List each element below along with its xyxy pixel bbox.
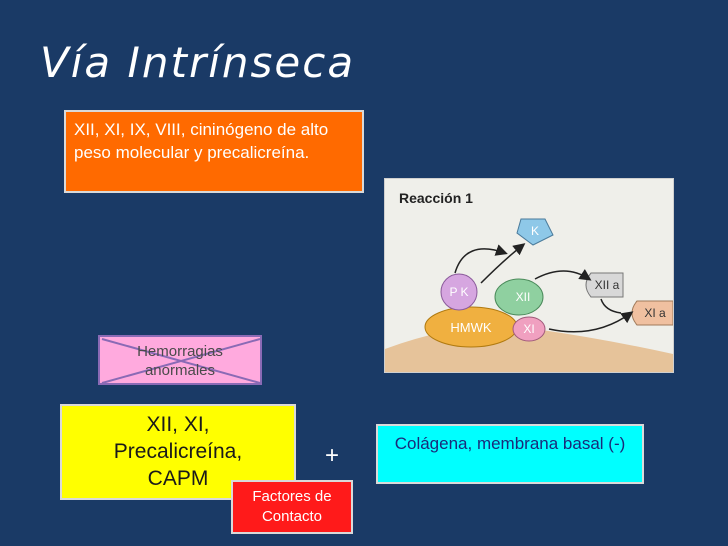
collagen-box: Colágena, membrana basal (-) <box>376 424 644 484</box>
xi-a-label: XI a <box>644 306 666 320</box>
xii-a-label: XII a <box>595 278 620 292</box>
page-title: Vía Intrínseca <box>40 38 356 87</box>
k-label: K <box>531 224 539 238</box>
hemorrhage-box: Hemorragias anormales <box>98 335 262 385</box>
xi-shape <box>512 316 546 342</box>
contact-proteins-text: XII, XI, Precalicreína, CAPM <box>113 413 243 490</box>
arrow-xii-to-xii-a <box>534 269 592 281</box>
collagen-text: Colágena, membrana basal (-) <box>394 434 626 453</box>
contact-factors-text: Factores de Contacto <box>252 488 332 525</box>
factors-box: XII, XI, IX, VIII, cininógeno de alto pe… <box>64 110 364 193</box>
hemorrhage-text: Hemorragias anormales <box>137 343 223 379</box>
prek-label: P K <box>449 285 468 299</box>
k-shape <box>516 218 554 246</box>
plus-sign: + <box>325 442 340 469</box>
factors-text: XII, XI, IX, VIII, cininógeno de alto pe… <box>74 120 329 162</box>
xi-label: XI <box>523 322 534 336</box>
hmwk-label: HMWK <box>450 320 491 335</box>
xii-shape <box>494 278 544 316</box>
contact-factors-box: Factores de Contacto <box>231 480 353 534</box>
reaction-diagram: Reacción 1 HMWK P K XII K XI XII a XI a <box>385 190 674 372</box>
cross-out-mark <box>101 338 261 384</box>
arrow-xii-a-branch <box>600 298 622 314</box>
contact-proteins-box: XII, XI, Precalicreína, CAPM <box>60 404 296 500</box>
arrow-prek-to-xii <box>454 244 508 274</box>
figure-heading: Reacción 1 <box>399 190 473 206</box>
arrow-xi-to-xi-a <box>548 311 634 333</box>
arrow-to-k <box>480 243 526 284</box>
reaction-figure: Reacción 1 HMWK P K XII K XI XII a XI a <box>384 178 674 373</box>
prek-shape <box>440 273 478 311</box>
xii-label: XII <box>516 290 531 304</box>
